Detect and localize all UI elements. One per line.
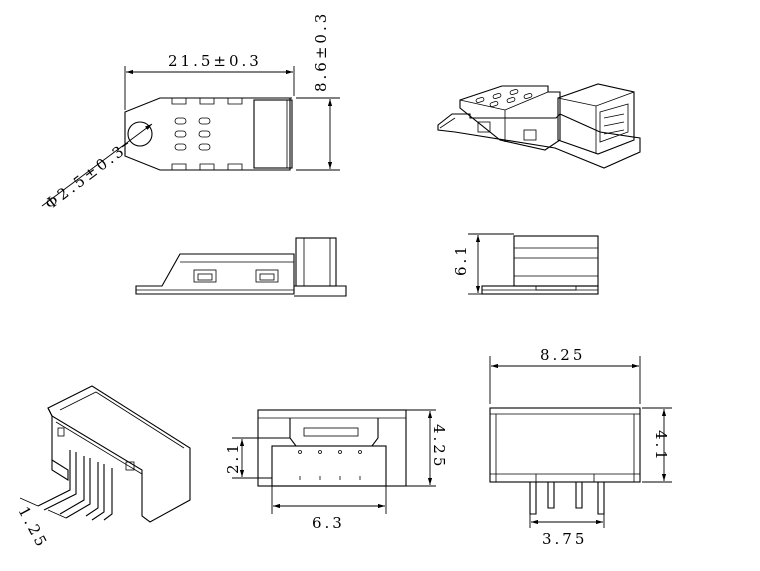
dim-top-height: 8.6±0.3: [312, 11, 330, 92]
top-view: 21.5±0.3 8.6±0.3 Φ2.5±0.3: [42, 11, 340, 213]
dim-front-height: 4.1: [652, 430, 670, 463]
dim-mid-height-partial: 2.1: [224, 441, 242, 474]
dim-mid-width: 6.3: [312, 514, 345, 532]
end-view: 6.1: [452, 233, 599, 295]
dim-mid-height-total: 4.25: [430, 424, 448, 469]
iso-view-bottom: 1.25: [14, 385, 191, 552]
dim-hole-diameter: Φ2.5±0.3: [42, 141, 130, 213]
dim-front-width: 8.25: [540, 346, 585, 364]
side-view: [135, 237, 347, 297]
dim-pitch: 1.25: [14, 503, 51, 552]
dim-top-length: 21.5±0.3: [168, 52, 262, 70]
iso-view-top: [437, 83, 641, 169]
dim-front-pin-span: 3.75: [542, 530, 587, 548]
front-view: 4.25 2.1 6.3: [224, 409, 448, 532]
mounting-hole-icon: [127, 121, 153, 147]
dim-side-height: 6.1: [452, 243, 470, 276]
rear-view: 8.25 4.1 3.75: [489, 346, 672, 548]
